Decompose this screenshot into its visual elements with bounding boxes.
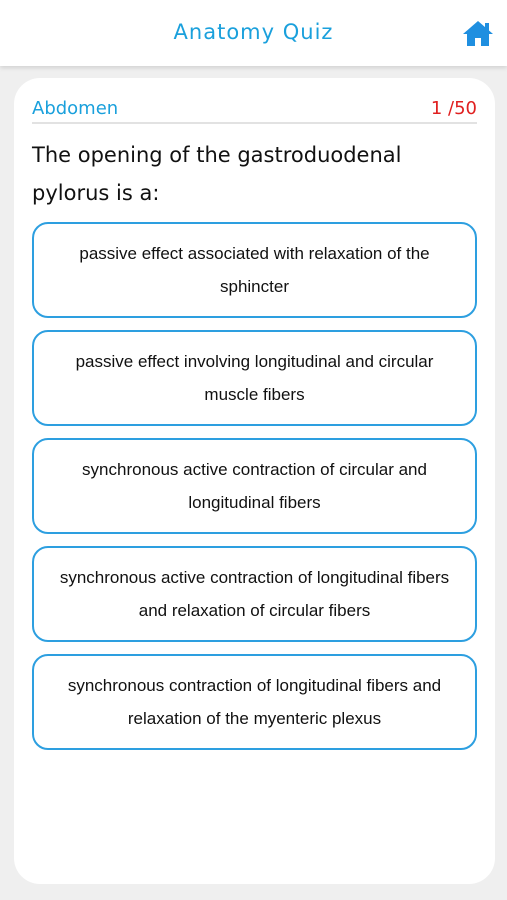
answer-option-2[interactable]: passive effect involving longitudinal an… bbox=[32, 330, 477, 426]
answer-option-1[interactable]: passive effect associated with relaxatio… bbox=[32, 222, 477, 318]
home-button[interactable] bbox=[461, 18, 495, 48]
app-title: Anatomy Quiz bbox=[173, 20, 334, 44]
answer-option-3[interactable]: synchronous active contraction of circul… bbox=[32, 438, 477, 534]
category-label: Abdomen bbox=[32, 98, 119, 119]
question-meta: Abdomen 1 /50 bbox=[32, 98, 477, 124]
answer-option-4[interactable]: synchronous active contraction of longit… bbox=[32, 546, 477, 642]
app-header: Anatomy Quiz bbox=[0, 0, 507, 66]
question-card: Abdomen 1 /50 The opening of the gastrod… bbox=[14, 78, 495, 884]
home-icon bbox=[463, 21, 493, 46]
answer-option-5[interactable]: synchronous contraction of longitudinal … bbox=[32, 654, 477, 750]
question-text: The opening of the gastroduodenal pyloru… bbox=[32, 143, 402, 205]
question-counter: 1 /50 bbox=[430, 98, 477, 119]
answer-list: passive effect associated with relaxatio… bbox=[32, 222, 477, 762]
